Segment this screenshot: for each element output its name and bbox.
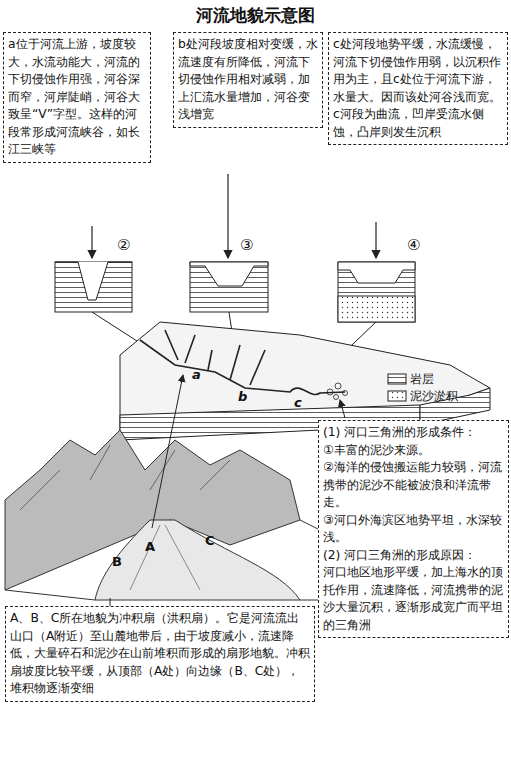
note-box: b处河段坡度相对变缓，水流速度有所降低，河流下切侵蚀作用相对减弱，加上汇流水量增… xyxy=(173,32,323,128)
note-text: b处河段坡度相对变缓，水流速度有所降低，河流下切侵蚀作用相对减弱，加上汇流水量增… xyxy=(178,36,318,124)
note-text: a位于河流上游，坡度较大，水流动能大，河流的下切侵蚀作用强，河谷深而窄，河岸陡峭… xyxy=(8,36,146,159)
legend-text: 泥沙淤积 xyxy=(410,388,458,405)
note-text: ①丰富的泥沙来源。 xyxy=(323,442,504,460)
note-box: A、B、C所在地貌为冲积扇（洪积扇）。它是河流流出山口（A附近）至山麓地带后，由… xyxy=(5,606,315,702)
note-text: ②海洋的侵蚀搬运能力较弱，河流携带的泥沙不能被波浪和洋流带走。 xyxy=(323,459,504,512)
note-text: A、B、C所在地貌为冲积扇（洪积扇）。它是河流流出山口（A附近）至山麓地带后，由… xyxy=(10,610,310,698)
circled-number: ④ xyxy=(407,238,420,252)
river-point: a xyxy=(192,368,201,382)
fan-point: C xyxy=(205,534,215,548)
circled-number: ③ xyxy=(240,238,253,252)
note-box: c处河段地势平缓，水流缓慢，河流下切侵蚀作用弱，以沉积作用为主，且c处位于河流下… xyxy=(328,32,508,145)
note-text: c处河段地势平缓，水流缓慢，河流下切侵蚀作用弱，以沉积作用为主，且c处位于河流下… xyxy=(333,36,503,141)
note-text: (2) 河口三角洲的形成原因： xyxy=(323,547,504,565)
circled-number: ② xyxy=(117,238,130,252)
river-point: c xyxy=(294,396,302,410)
note-text: 河口地区地形平缓，加上海水的顶托作用，流速降低，河流携带的泥沙大量沉积，逐渐形成… xyxy=(323,564,504,634)
note-box: (1) 河口三角洲的形成条件：①丰富的泥沙来源。②海洋的侵蚀搬运能力较弱，河流携… xyxy=(318,420,509,638)
legend-text: 岩层 xyxy=(410,371,434,388)
fan-point: B xyxy=(112,555,122,569)
note-box: a位于河流上游，坡度较大，水流动能大，河流的下切侵蚀作用强，河谷深而窄，河岸陡峭… xyxy=(3,32,151,163)
river-point: b xyxy=(238,390,247,404)
fan-point: A xyxy=(145,540,155,554)
note-text: (1) 河口三角洲的形成条件： xyxy=(323,424,504,442)
diagram-title: 河流地貌示意图 xyxy=(0,4,511,27)
note-text: ③河口外海滨区地势平坦，水深较浅。 xyxy=(323,512,504,547)
